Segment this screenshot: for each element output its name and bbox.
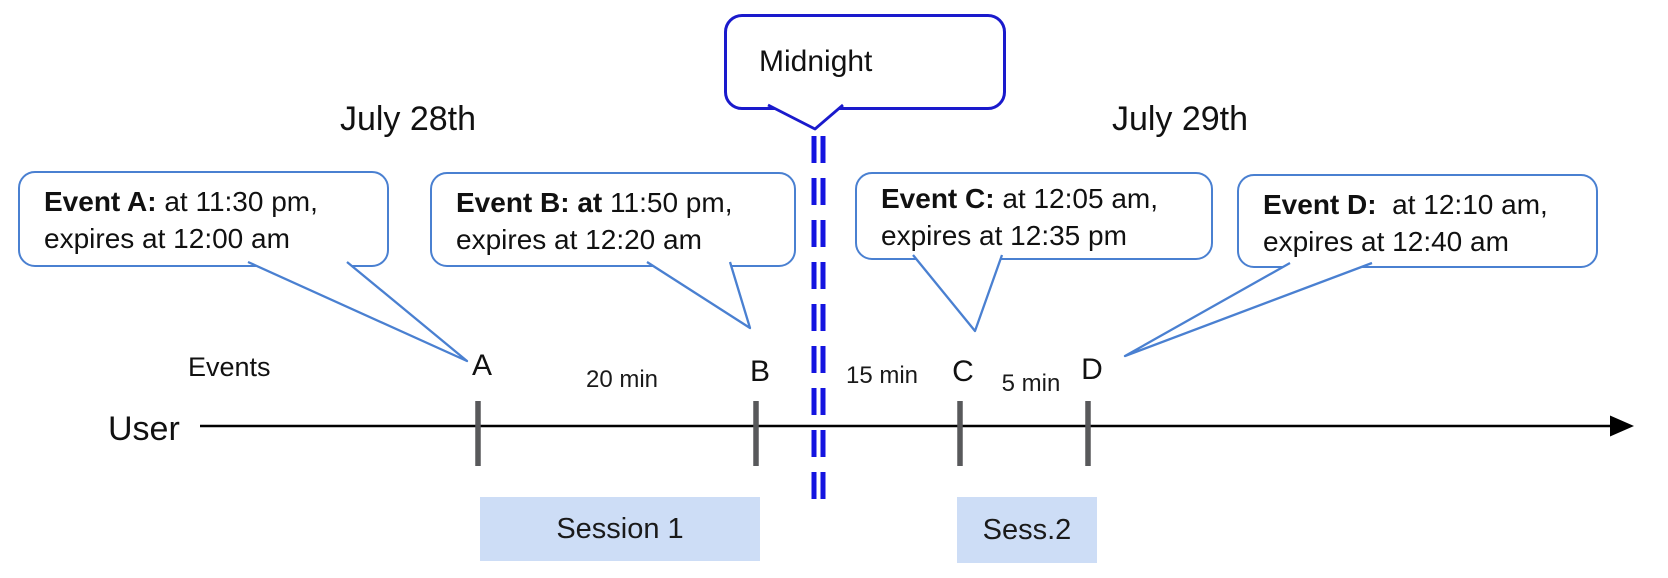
- session-1-box: Session 1: [480, 497, 760, 561]
- event-b-callout: Event B: at 11:50 pm, expires at 12:20 a…: [430, 172, 796, 267]
- midnight-dashed-line: [811, 136, 826, 512]
- tick-label-d: D: [1081, 353, 1103, 386]
- tick-label-b: B: [749, 355, 771, 388]
- arrowhead-icon: [1610, 415, 1634, 437]
- event-d-tail: [1123, 261, 1373, 358]
- event-d-callout: Event D: at 12:10 am, expires at 12:40 a…: [1237, 174, 1598, 268]
- event-ticks: [475, 401, 1091, 466]
- events-row-label: Events: [188, 352, 271, 382]
- event-b-line1: Event B: at 11:50 pm,: [456, 187, 733, 218]
- event-c-line2: expires at 12:35 pm: [881, 220, 1127, 251]
- event-a-callout: Event A: at 11:30 pm, expires at 12:00 a…: [18, 171, 389, 267]
- interval-label-20min: 20 min: [585, 366, 659, 393]
- interval-label-5min: 5 min: [1001, 370, 1061, 397]
- midnight-label: Midnight: [759, 45, 873, 78]
- event-c-tail: [912, 254, 1004, 333]
- event-c-line1: Event C: at 12:05 am,: [881, 183, 1159, 214]
- tick-label-c: C: [952, 355, 974, 388]
- event-b-tail: [646, 261, 752, 330]
- event-a-tail: [247, 260, 469, 363]
- date-label-july-29: July 29th: [1111, 100, 1249, 138]
- event-a-line2: expires at 12:00 am: [44, 223, 290, 254]
- event-a-line1: Event A: at 11:30 pm,: [44, 186, 318, 217]
- event-b-line2: expires at 12:20 am: [456, 224, 702, 255]
- user-row-label: User: [108, 410, 180, 448]
- interval-label-15min: 15 min: [845, 362, 919, 389]
- session-2-box: Sess.2: [957, 497, 1097, 563]
- event-d-line2: expires at 12:40 am: [1263, 226, 1509, 257]
- event-c-callout: Event C: at 12:05 am, expires at 12:35 p…: [855, 172, 1213, 260]
- tick-label-a: A: [471, 349, 493, 382]
- event-d-line1: Event D: at 12:10 am,: [1263, 189, 1548, 220]
- timeline-axis: [200, 415, 1634, 437]
- midnight-callout: Midnight: [724, 14, 1006, 110]
- date-label-july-28: July 28th: [339, 100, 477, 138]
